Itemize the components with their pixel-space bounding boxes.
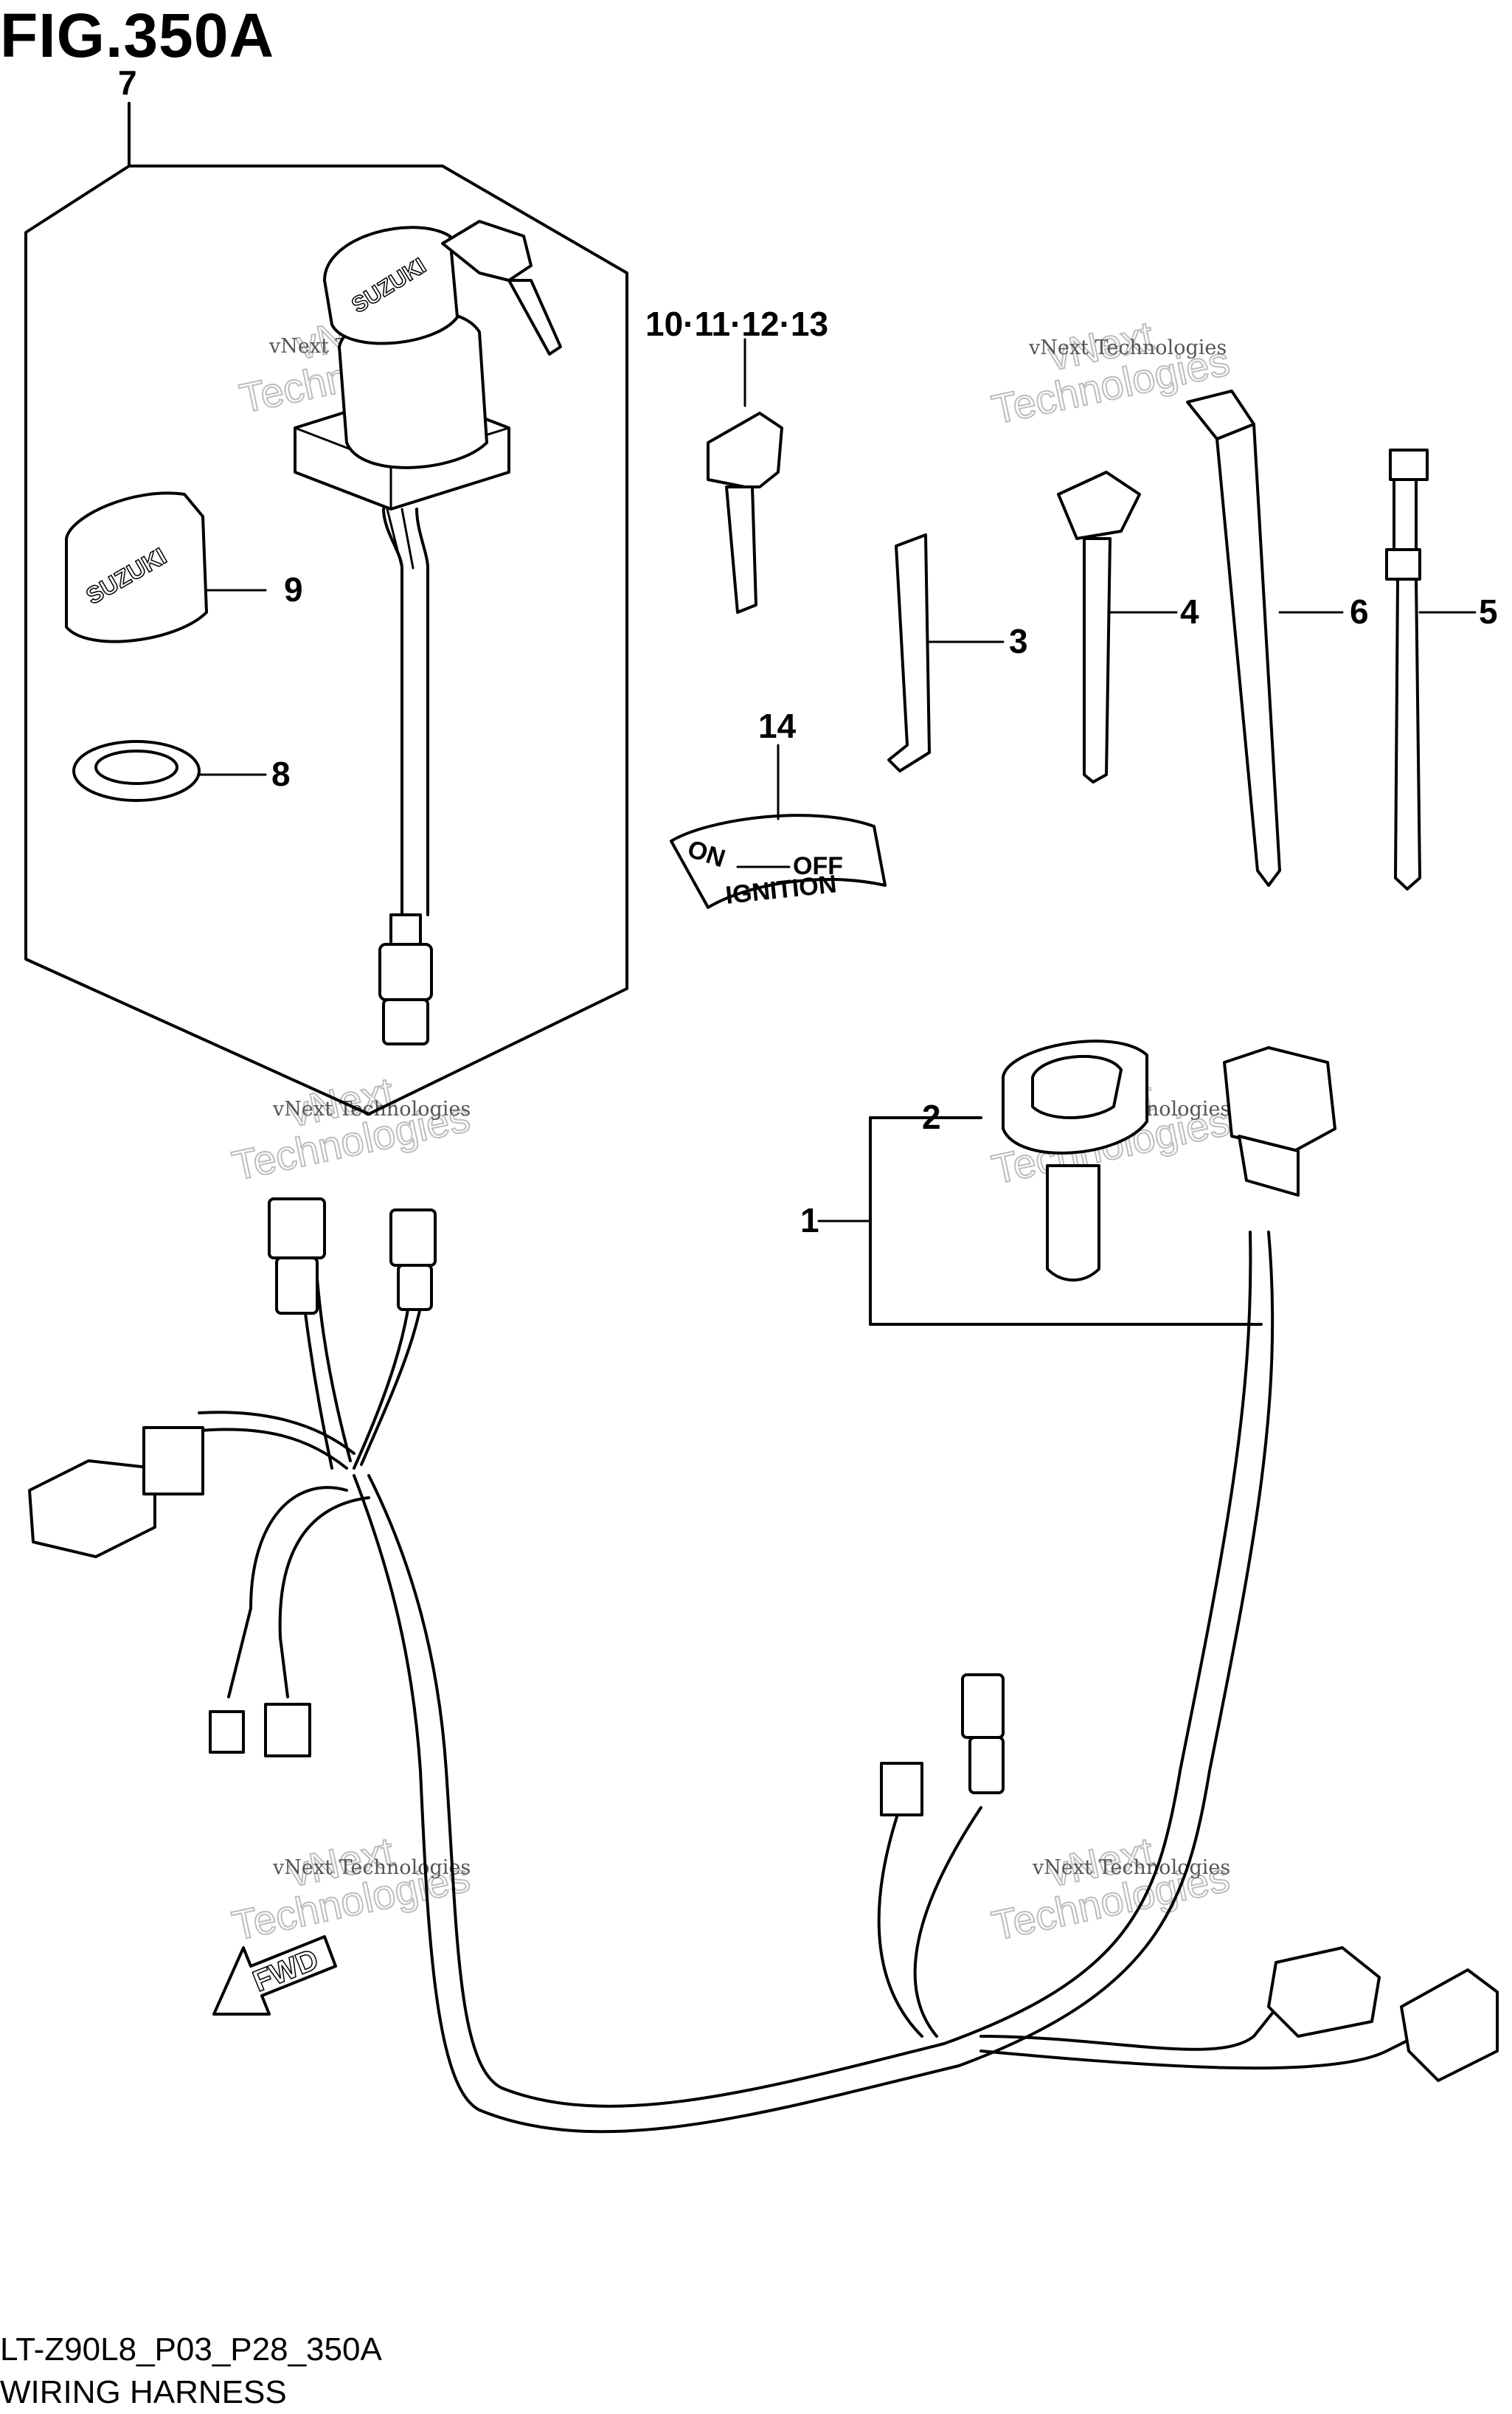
callout-10-13: 10·11·12·13	[645, 305, 828, 343]
figure-title: FIG.350A	[0, 1, 275, 70]
callout-14: 14	[758, 707, 797, 745]
callout-1: 1	[800, 1201, 819, 1239]
watermark-text: vNext Technologies	[272, 1098, 471, 1121]
cable-tie-long-part	[1186, 390, 1344, 887]
switch-key-blade	[507, 279, 562, 356]
callout-6: 6	[1350, 592, 1369, 631]
clamp-part	[887, 533, 1005, 772]
lock-nut-part	[72, 740, 267, 802]
left-coupler	[28, 1459, 156, 1558]
main-coupler	[1223, 1046, 1336, 1152]
tie-clip-part	[1057, 471, 1178, 784]
watermark-text: vNext Technologies	[1032, 1856, 1230, 1879]
kit-frame	[24, 102, 628, 1116]
callout-2: 2	[922, 1098, 941, 1136]
callout-3: 3	[1009, 622, 1028, 660]
ignition-switch-assembly: SUZUKI	[24, 102, 628, 1116]
key-cap-part: SUZUKI	[65, 491, 267, 643]
switch-key-head	[441, 220, 533, 282]
callout-8: 8	[271, 755, 291, 793]
label-off-text: OFF	[793, 852, 843, 880]
cable-tie-part	[1385, 449, 1477, 890]
callout-9: 9	[284, 570, 303, 609]
watermark-text: vNext Technologies	[272, 1856, 471, 1879]
callout-5: 5	[1479, 592, 1498, 631]
figure-caption: WIRING HARNESS	[0, 2374, 287, 2410]
switch-coupler	[378, 943, 433, 1001]
callout-7: 7	[118, 63, 137, 102]
fwd-arrow: FWD	[212, 1935, 337, 2016]
key-part	[707, 338, 783, 614]
ignition-label-part: ON OFF IGNITION	[670, 744, 887, 910]
watermark-text: vNext Technologies	[1028, 336, 1227, 359]
switch-cable	[382, 508, 403, 916]
wiring-harness-part	[28, 1040, 1499, 2134]
switch-cap	[323, 226, 459, 345]
callout-4: 4	[1180, 592, 1199, 631]
model-code: LT-Z90L8_P03_P28_350A	[0, 2331, 382, 2368]
